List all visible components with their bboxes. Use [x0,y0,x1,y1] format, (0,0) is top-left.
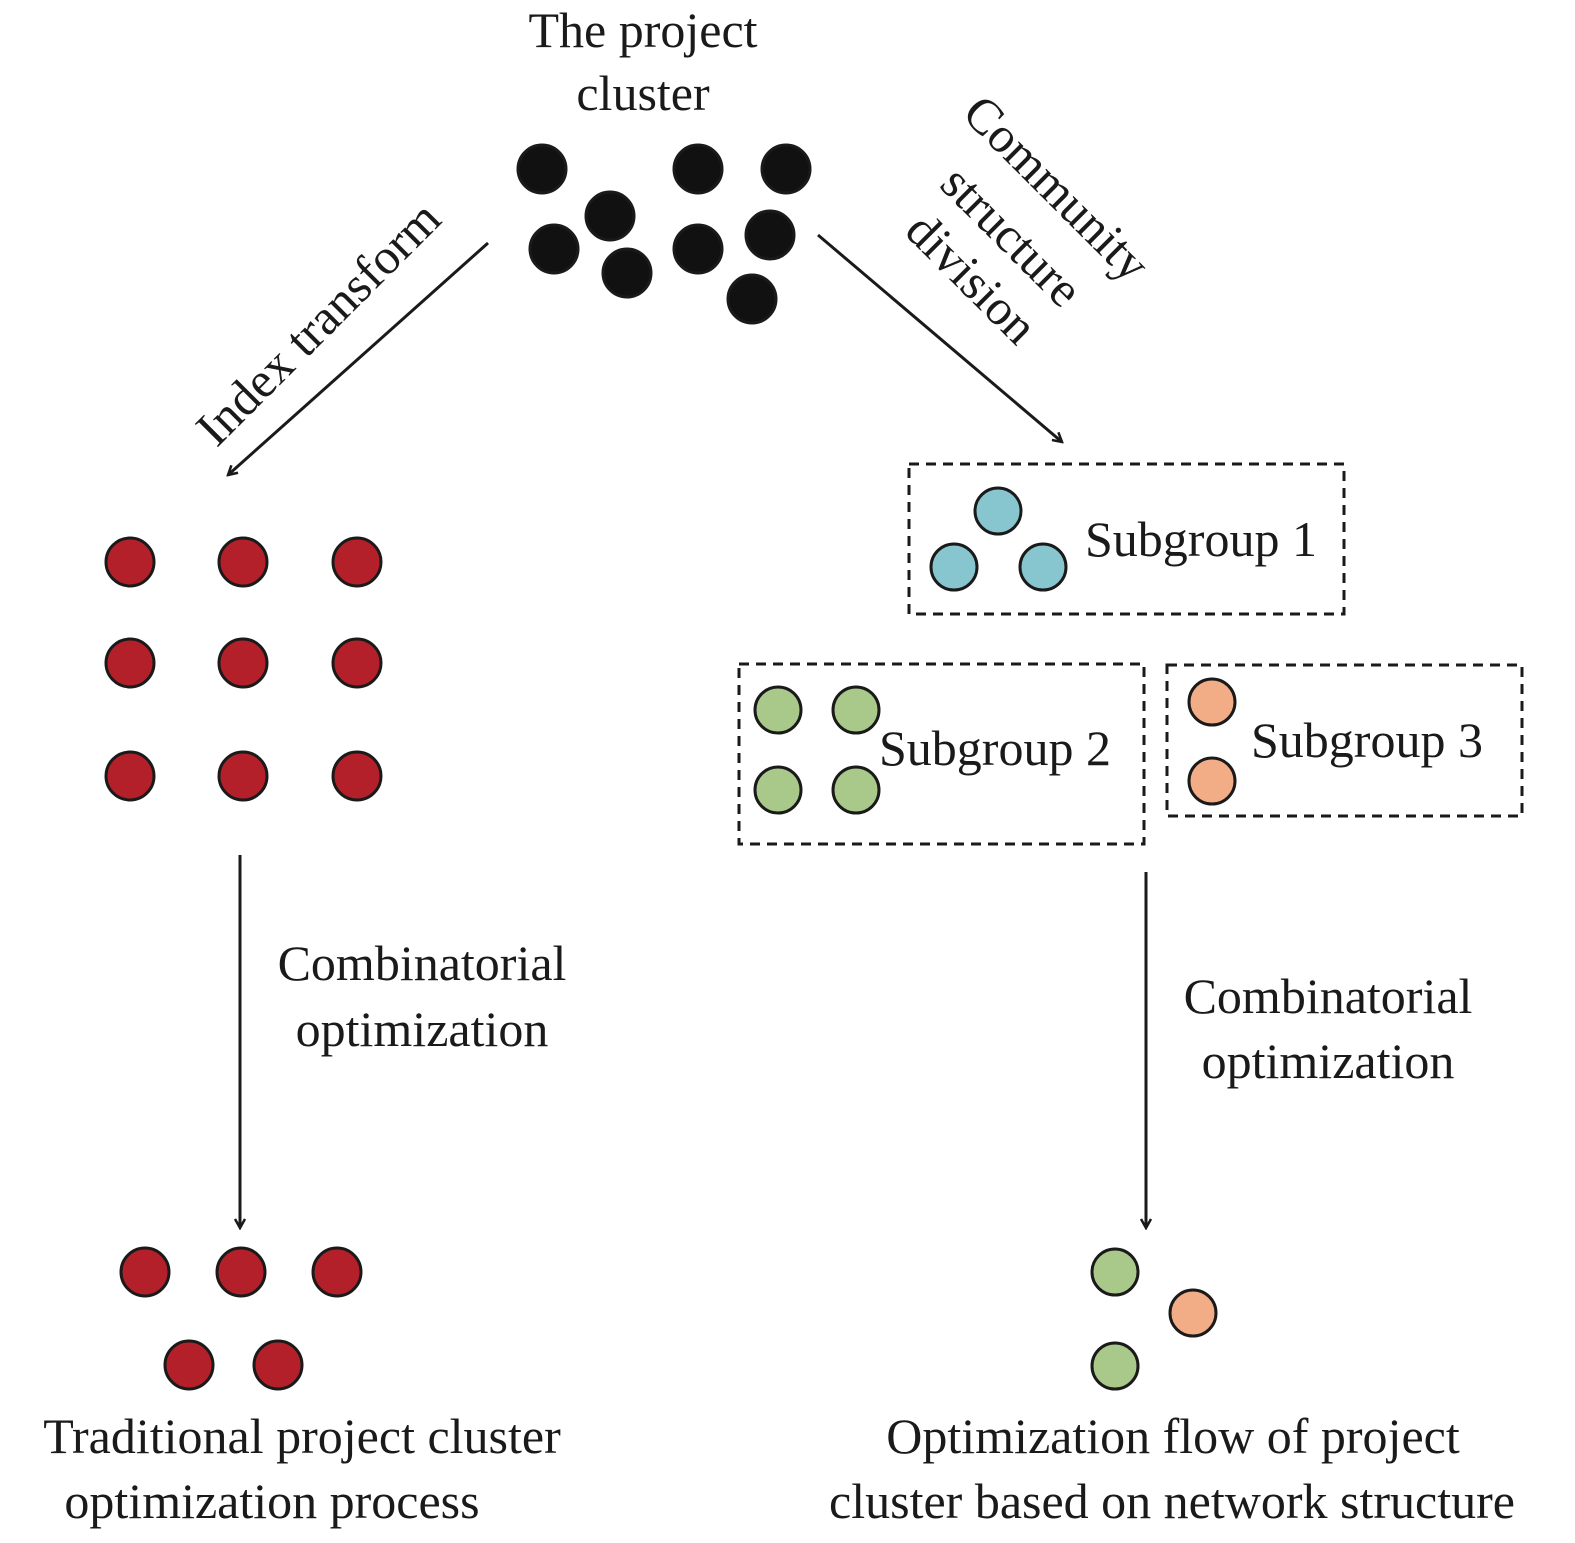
subgroup-1-label: Subgroup 1 [1085,511,1317,567]
subgroup-3-frame [1165,663,1524,818]
right-step-label-line1: Combinatorial [1184,968,1473,1024]
cluster-title-line1: The project [528,2,757,58]
cluster-node [672,143,724,195]
left-step-label-line2: optimization [296,1001,549,1057]
transformed-node-grid [104,536,383,802]
subgroup-2-frame [737,662,1146,846]
transformed-node [331,750,383,802]
subgroup-3-node [1187,677,1237,727]
result-node-green [1090,1341,1140,1391]
cluster-node [528,223,580,275]
subgroup-2-box: Subgroup 2 [737,662,1146,846]
result-node [119,1246,171,1298]
traditional-caption-line2: optimization process [64,1473,479,1529]
subgroup-1-box: Subgroup 1 [907,462,1346,616]
index-transform-arrow [228,241,489,475]
result-node-orange [1168,1288,1218,1338]
subgroup-1-node [973,486,1023,536]
result-node-green [1090,1247,1140,1297]
subgroup-2-node [831,765,881,815]
subgroup-1-node [929,542,979,592]
subgroup-2-node [753,685,803,735]
cluster-node [744,209,796,261]
result-node [163,1339,215,1391]
cluster-title-line2: cluster [576,65,710,121]
subgroup-1-node [1018,542,1068,592]
cluster-node [584,190,636,242]
transformed-node [217,536,269,588]
cluster-node [601,247,653,299]
subgroup-2-node [753,765,803,815]
transformed-node [104,536,156,588]
cluster-node [726,273,778,325]
network-result-nodes [1090,1247,1218,1391]
cluster-node [760,143,812,195]
traditional-caption-line1: Traditional project cluster [43,1408,561,1464]
community-division-arrow [817,233,1062,442]
subgroup-2-node [831,685,881,735]
right-step-label-line2: optimization [1202,1033,1455,1089]
transformed-node [217,750,269,802]
subgroup-3-node [1187,756,1237,806]
cluster-node [516,143,568,195]
transformed-node [104,637,156,689]
subgroup-3-box: Subgroup 3 [1165,663,1524,818]
transformed-node [331,536,383,588]
transformed-node [217,637,269,689]
subgroup-1-frame [907,462,1346,616]
index-transform-label: Index transform [185,190,451,456]
result-node [252,1339,304,1391]
subgroup-3-label: Subgroup 3 [1251,712,1483,768]
traditional-result-nodes [119,1246,363,1391]
transformed-node [104,750,156,802]
left-step-label-line1: Combinatorial [278,935,567,991]
cluster-node [672,223,724,275]
subgroup-2-label: Subgroup 2 [879,720,1111,776]
network-caption-line1: Optimization flow of project [886,1408,1460,1464]
transformed-node [331,637,383,689]
project-cluster-nodes [516,143,812,325]
network-caption-line2: cluster based on network structure [829,1473,1515,1529]
result-node [311,1246,363,1298]
result-node [215,1246,267,1298]
